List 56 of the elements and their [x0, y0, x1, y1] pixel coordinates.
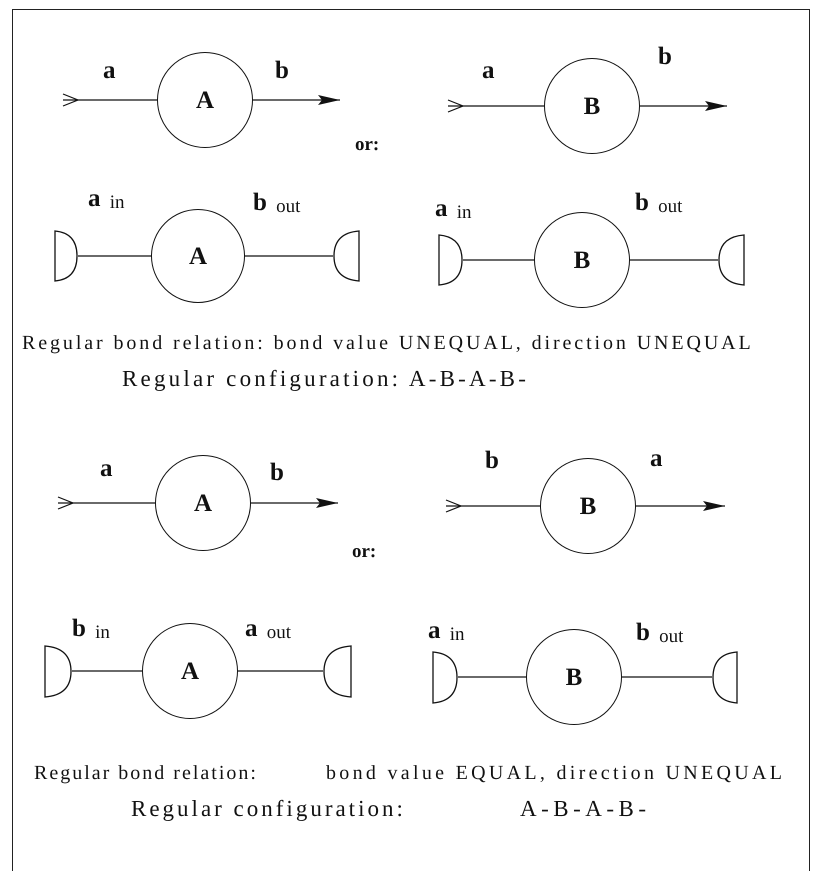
- caption-text: bond value EQUAL, direction UNEQUAL: [326, 763, 786, 783]
- node-label: A: [196, 88, 214, 112]
- semicircle-terminal: [44, 644, 72, 698]
- caption-text: Regular bond relation:: [34, 763, 258, 783]
- semicircle-terminal: [432, 650, 458, 704]
- connector-line: [238, 670, 323, 672]
- arrow: [57, 496, 155, 510]
- edge-label: a: [103, 58, 116, 83]
- or-label: or:: [355, 135, 380, 154]
- edge-label: a: [100, 456, 112, 481]
- semicircle-terminal: [438, 234, 463, 286]
- caption-text: Regular configuration: A-B-A-B-: [122, 367, 530, 390]
- edge-label: a $_{out}$: [245, 616, 292, 641]
- edge-label: a $_{in}$: [88, 186, 125, 211]
- node-label: B: [566, 664, 582, 690]
- node-label: B: [580, 494, 596, 518]
- semicircle-terminal: [712, 650, 738, 704]
- connector-line: [463, 259, 534, 261]
- semicircle-terminal: [333, 230, 360, 282]
- arrow: [62, 93, 157, 107]
- node-label: B: [574, 248, 590, 272]
- arrow: [447, 99, 544, 113]
- arrow: [251, 498, 338, 508]
- semicircle-terminal: [54, 230, 78, 282]
- node-label: A: [188, 244, 208, 268]
- caption-text: Regular bond relation: bond value UNEQUAL, direction UNEQUAL: [22, 333, 754, 353]
- edge-label: a: [482, 58, 494, 83]
- semicircle-terminal: [323, 644, 352, 698]
- caption-text: A-B-A-B-: [520, 797, 651, 820]
- connector-line: [630, 259, 718, 261]
- semicircle-terminal: [718, 234, 745, 286]
- connector-line: [622, 676, 712, 678]
- edge-label: b $_{out}$: [635, 190, 682, 215]
- arrow: [253, 95, 340, 105]
- edge-label: b: [270, 460, 284, 485]
- edge-label: a: [650, 446, 662, 471]
- connector-line: [78, 255, 151, 257]
- connector-line: [245, 255, 333, 257]
- or-label: or:: [352, 542, 376, 561]
- arrow: [636, 501, 725, 511]
- node-label: B: [584, 94, 600, 118]
- edge-label: b: [275, 58, 289, 83]
- edge-label: b $_{out}$: [636, 620, 684, 645]
- connector-line: [72, 670, 142, 672]
- edge-label: b: [485, 448, 499, 473]
- edge-label: a $_{in}$: [435, 196, 472, 221]
- edge-label: b $_{in}$: [72, 616, 110, 641]
- arrow: [640, 101, 727, 111]
- node-label: A: [194, 490, 212, 516]
- arrow: [445, 499, 540, 513]
- connector-line: [458, 676, 526, 678]
- edge-label: b $_{out}$: [253, 190, 300, 215]
- edge-label: a $_{in}$: [428, 618, 465, 643]
- caption-text: Regular configuration:: [131, 797, 406, 820]
- node-label: A: [180, 658, 200, 684]
- edge-label: b: [658, 44, 672, 69]
